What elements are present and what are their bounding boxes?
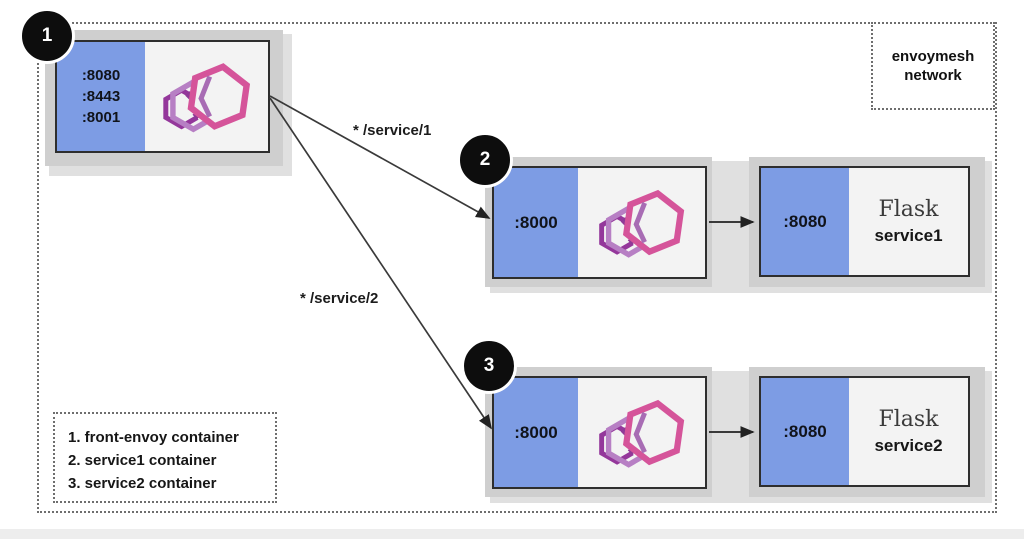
route-label-service2: * /service/2 (300, 290, 379, 307)
flask-wordmark: Flask (878, 197, 939, 222)
service1-app-port-panel: :8080 (761, 168, 849, 275)
legend-item-1: 1. front-envoy container (68, 429, 239, 446)
service1-app-port: :8080 (783, 211, 827, 231)
service1-name: service1 (874, 226, 943, 245)
legend-box: 1. front-envoy container 2. service1 con… (53, 412, 277, 503)
page-bottom-band (0, 529, 1024, 539)
envoy-logo-icon (157, 58, 257, 136)
service2-app-port: :8080 (783, 421, 827, 441)
badge-front-envoy: 1 (19, 8, 75, 64)
service2-envoy-port-panel: :8000 (494, 378, 578, 487)
flask-wordmark: Flask (878, 407, 939, 432)
legend-item-2: 2. service1 container (68, 452, 217, 469)
service2-name: service2 (874, 436, 943, 455)
service2-envoy-logo-panel (578, 378, 705, 487)
badge-number: 1 (41, 25, 53, 46)
network-label-line2: network (904, 67, 962, 84)
service2-app-box: :8080 Flask service2 (759, 376, 970, 487)
port-8001: :8001 (81, 109, 121, 126)
network-label-line1: envoymesh (891, 48, 975, 65)
service2-app-port-panel: :8080 (761, 378, 849, 485)
badge-service2: 3 (461, 338, 517, 394)
network-label-box: envoymesh network (871, 22, 995, 110)
service1-app-box: :8080 Flask service1 (759, 166, 970, 277)
service2-envoy-box: :8000 (492, 376, 707, 489)
service2-envoy-port: :8000 (514, 422, 558, 442)
legend-item-3: 3. service2 container (68, 475, 217, 492)
envoymesh-network-boundary (37, 22, 997, 513)
badge-service1: 2 (457, 132, 513, 188)
envoy-logo-icon (593, 395, 691, 471)
port-8080: :8080 (81, 67, 121, 84)
service1-envoy-port: :8000 (514, 212, 558, 232)
service1-app-panel: Flask service1 (849, 168, 968, 275)
service1-envoy-logo-panel (578, 168, 705, 277)
badge-number: 3 (483, 355, 495, 376)
front-envoy-logo-panel (145, 42, 268, 151)
service2-app-panel: Flask service2 (849, 378, 968, 485)
port-8443: :8443 (81, 88, 121, 105)
badge-number: 2 (479, 149, 491, 170)
service1-envoy-port-panel: :8000 (494, 168, 578, 277)
envoy-logo-icon (593, 185, 691, 261)
route-label-service1: * /service/1 (353, 122, 432, 139)
front-envoy-ports-panel: :8080 :8443 :8001 (57, 42, 145, 151)
front-envoy-proxy-box: :8080 :8443 :8001 (55, 40, 270, 153)
service1-envoy-box: :8000 (492, 166, 707, 279)
port-list: :8080 :8443 :8001 (82, 65, 120, 128)
